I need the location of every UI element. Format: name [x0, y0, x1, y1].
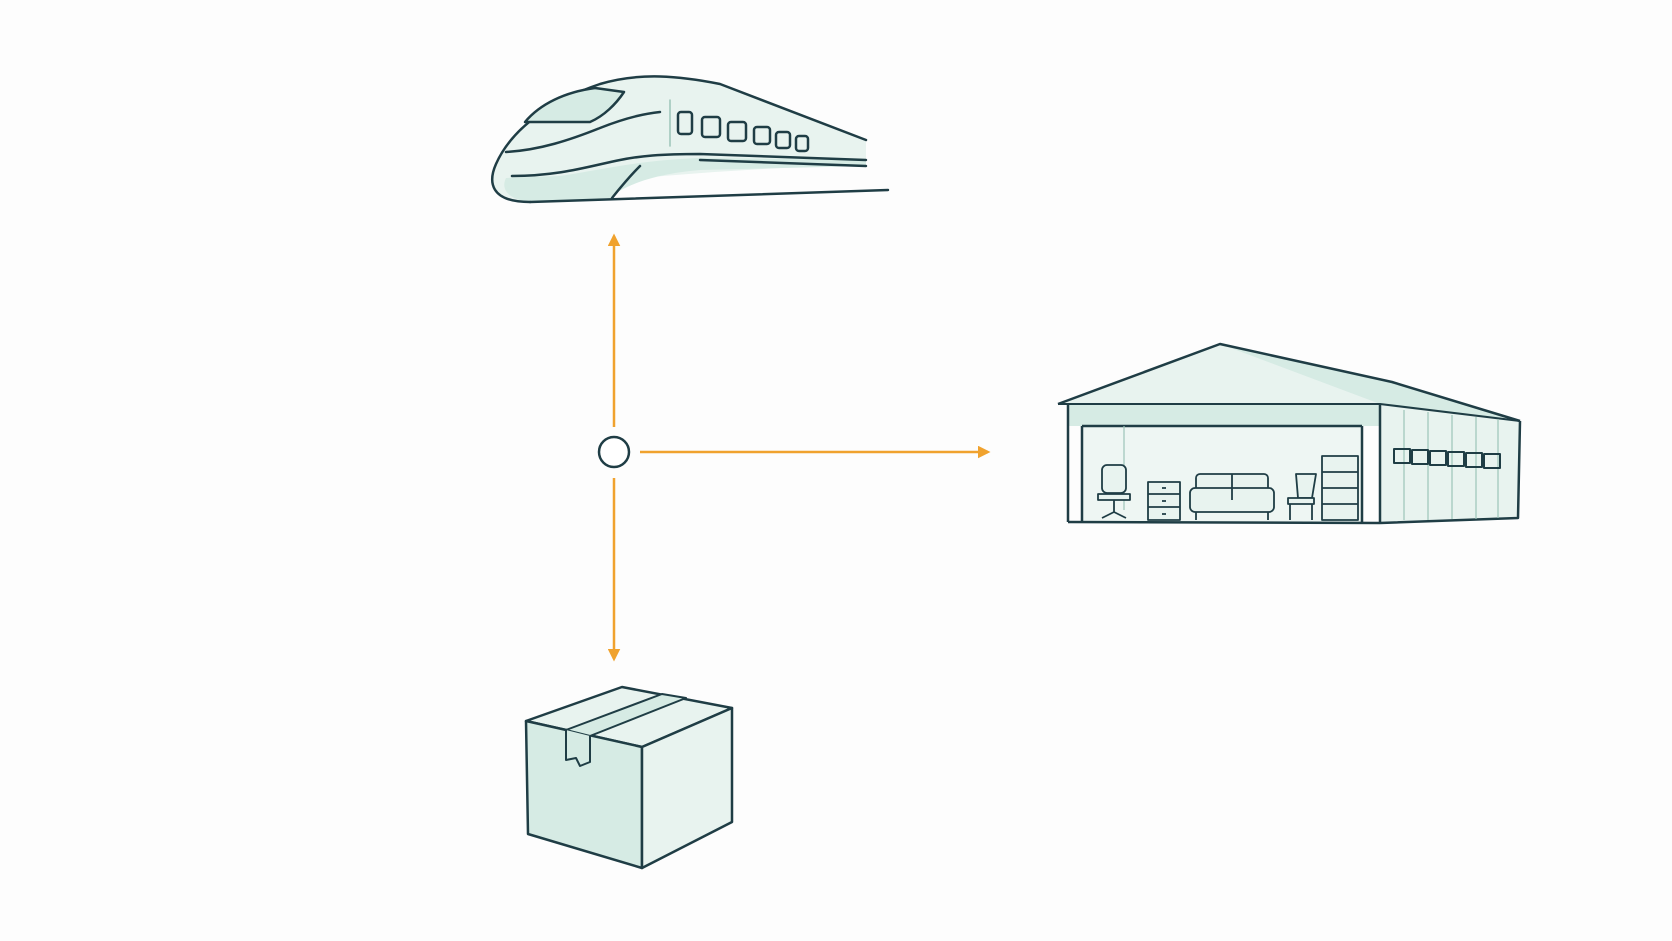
train-window	[774, 130, 792, 150]
side-chair-icon	[1287, 473, 1317, 520]
train-window	[794, 134, 810, 153]
warehouse-window	[1447, 451, 1465, 467]
warehouse-window	[1429, 450, 1447, 466]
drawer-cabinet-icon	[1147, 481, 1181, 521]
warehouse-window	[1483, 453, 1501, 469]
high-speed-train-icon	[491, 75, 890, 204]
warehouse-window	[1393, 448, 1411, 464]
train-window	[752, 125, 772, 146]
warehouse-window	[1465, 452, 1483, 468]
warehouse-window	[1411, 449, 1429, 465]
shelf-unit-icon	[1321, 455, 1359, 521]
storage-warehouse-icon	[1057, 342, 1522, 525]
cardboard-box-icon	[524, 685, 734, 870]
office-chair-icon	[1097, 464, 1131, 519]
hub-circle-icon	[597, 435, 631, 469]
train-window	[676, 110, 694, 136]
train-window	[726, 120, 748, 143]
train-window	[700, 115, 722, 139]
sofa-icon	[1189, 473, 1275, 520]
